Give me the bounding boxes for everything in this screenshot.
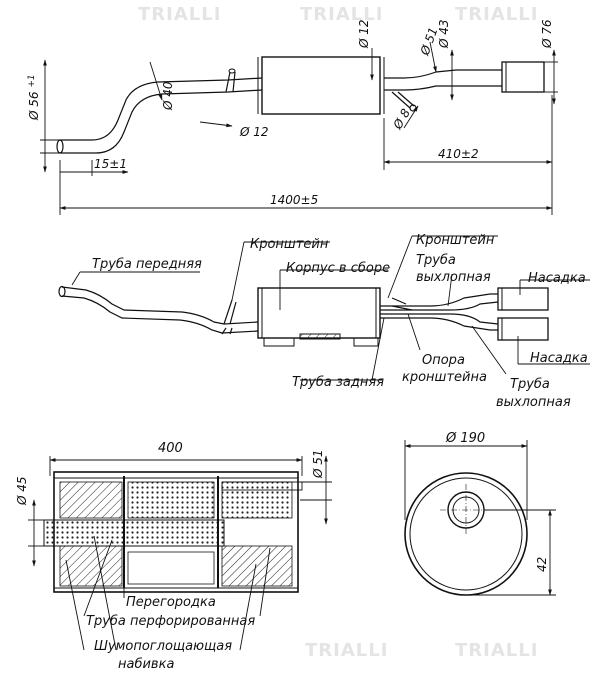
dim-d40: Ø 40 [161,81,175,111]
watermark: TRIALLI [305,640,389,661]
label-front-pipe: Труба передняя [92,257,202,272]
section-view: 400 Ø 45 Ø 51 Перегородка Труба перфорир… [15,441,332,672]
dim-42: 42 [535,557,549,572]
label-tip-1: Насадка [528,271,586,286]
dim-d43: Ø 43 [437,19,451,49]
exhaust-tip-upper [497,287,549,311]
label-rear-pipe: Труба задняя [292,375,384,390]
exhaust-tip-top [501,61,545,93]
muffler-body-top [261,56,381,115]
dim-1400: 1400±5 [270,193,318,207]
dim-d45: Ø 45 [15,476,29,506]
dim-d12-lower: Ø 12 [239,125,269,139]
label-bracket-2: Кронштейн [416,233,495,248]
watermark: TRIALLI [455,4,539,25]
label-support-2: кронштейна [402,370,487,385]
end-view: Ø 190 42 [404,431,556,596]
dim-400: 400 [158,441,183,456]
label-packing: Шумопоглощающая [94,639,232,654]
watermark: TRIALLI [138,4,222,25]
top-view: Ø 56 +1 Ø 40 Ø 12 Ø 12 Ø 51 Ø 43 Ø 76 Ø … [27,19,558,215]
dim-15: 15±1 [94,157,127,171]
label-exhaust-pipe-top: Труба [416,253,456,268]
label-support: Опора [422,353,465,368]
label-perforated-pipe: Труба перфорированная [86,614,255,629]
front-pipe-assembly [58,285,259,335]
dim-410: 410±2 [438,147,479,161]
label-partition: Перегородка [126,595,216,610]
label-tip-2: Насадка [530,351,588,366]
assembly-view: Труба передняя Кронштейн Корпус в сборе … [58,233,590,410]
rear-pipe-top [384,69,502,112]
label-muffler-body: Корпус в сборе [286,261,390,276]
bracket-pin [225,71,236,93]
watermark: TRIALLI [455,640,539,661]
label-packing-2: набивка [118,657,174,672]
dim-d12-upper: Ø 12 [357,19,371,49]
dim-d51-section: Ø 51 [311,449,325,479]
watermark: TRIALLI [300,4,384,25]
rear-pipe-assembly [380,293,499,331]
label-exhaust-pipe-top-2: выхлопная [416,270,491,285]
dim-d56: Ø 56 +1 [27,74,41,121]
label-exhaust-pipe-bot-2: выхлопная [496,395,571,410]
muffler-body-assembly [257,287,381,339]
dim-d76: Ø 76 [540,19,554,49]
front-pipe [56,77,263,154]
exhaust-tip-lower [497,317,549,341]
label-exhaust-pipe-bot: Труба [510,377,550,392]
label-bracket-1: Кронштейн [250,237,329,252]
dim-d190: Ø 190 [445,431,485,446]
